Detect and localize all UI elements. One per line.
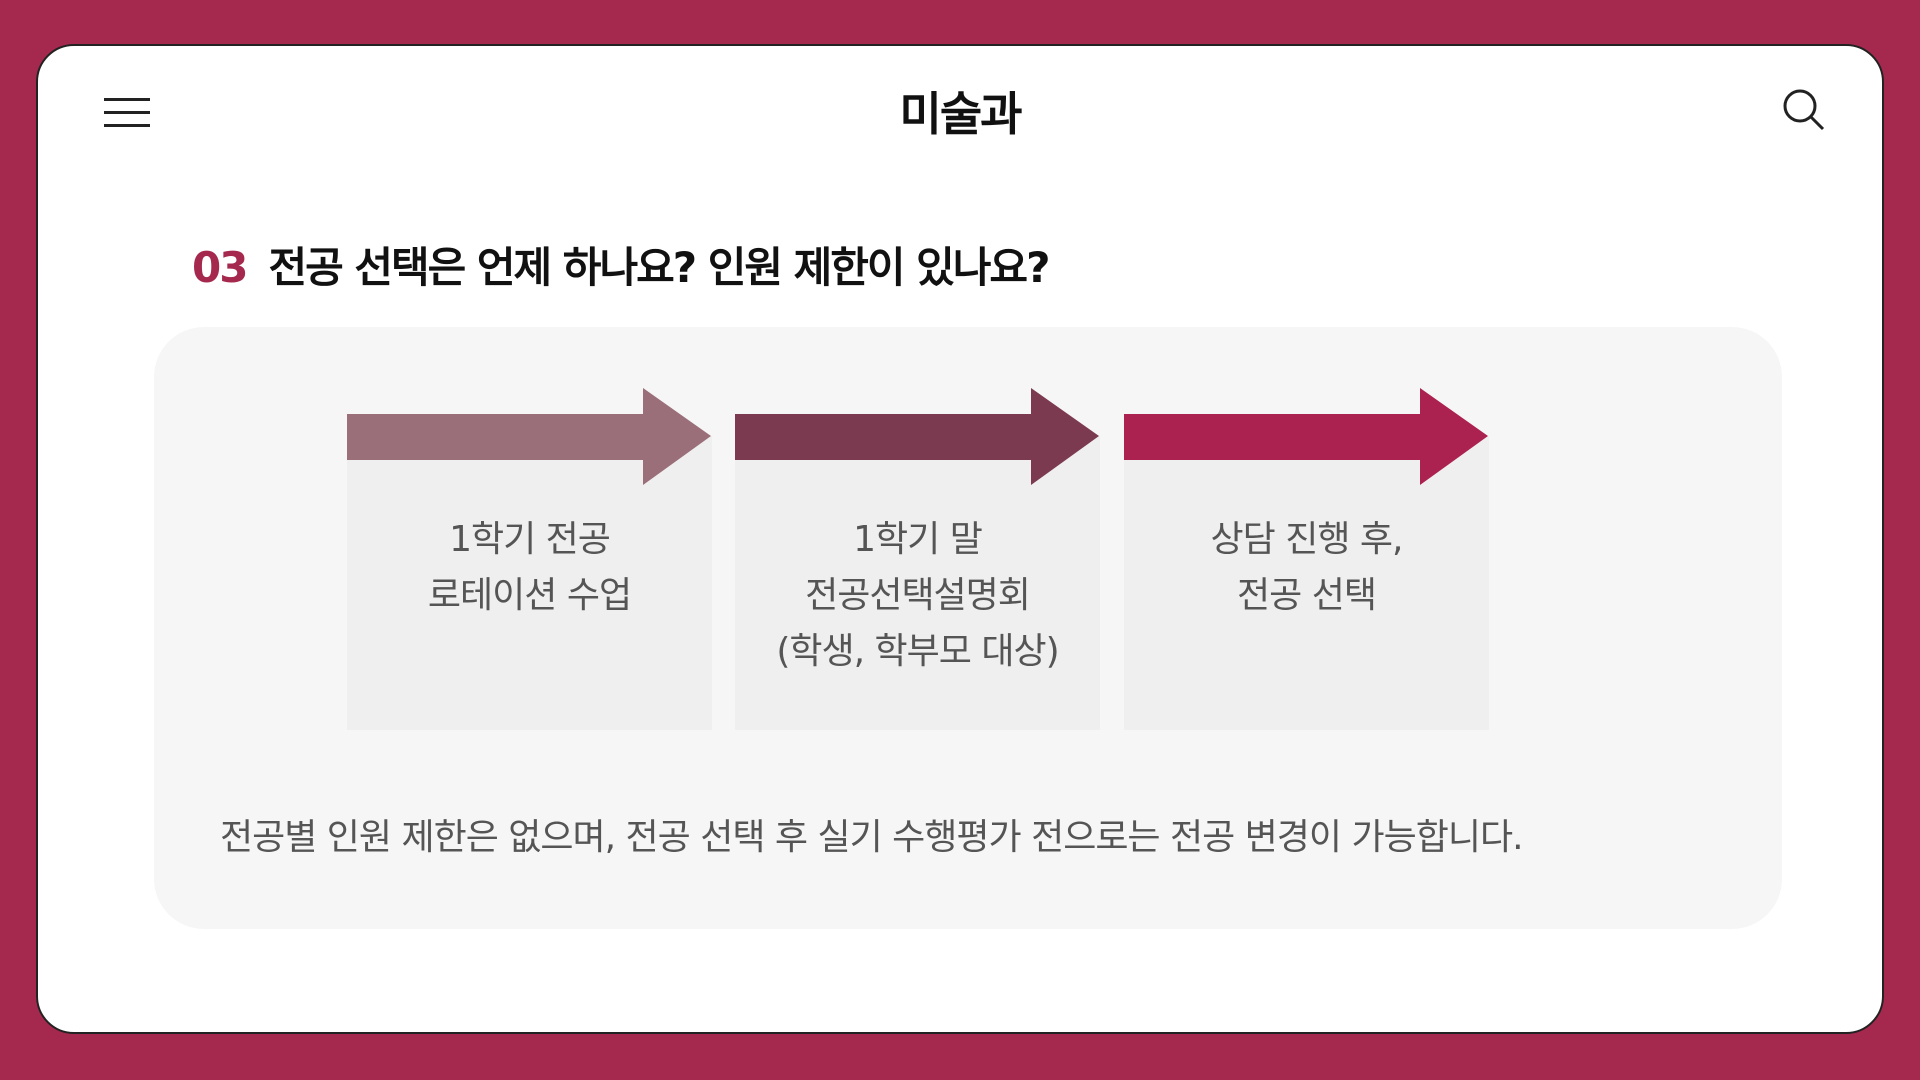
step-box <box>347 436 712 730</box>
search-icon <box>1783 89 1825 131</box>
step-line: (학생, 학부모 대상) <box>776 631 1059 672</box>
step-2: 1학기 말 전공선택설명회 (학생, 학부모 대상) <box>735 388 1100 730</box>
step-text: 1학기 말 전공선택설명회 (학생, 학부모 대상) <box>735 512 1100 680</box>
note-text: 전공별 인원 제한은 없으며, 전공 선택 후 실기 수행평가 전으로는 전공 … <box>220 817 1524 858</box>
step-line: 1학기 전공 <box>449 519 611 560</box>
step-3: 상담 진행 후, 전공 선택 <box>1124 388 1489 730</box>
step-text: 1학기 전공 로테이션 수업 <box>347 512 712 624</box>
hamburger-menu-button[interactable] <box>104 98 150 128</box>
hamburger-line <box>104 111 150 114</box>
question-heading: 03 전공 선택은 언제 하나요? 인원 제한이 있나요? <box>192 234 1050 295</box>
step-line: 전공 선택 <box>1237 575 1377 616</box>
step-line: 상담 진행 후, <box>1210 519 1404 560</box>
step-box <box>735 436 1100 730</box>
arrow-icon <box>735 388 1099 485</box>
step-line: 1학기 말 <box>853 519 983 560</box>
question-number: 03 <box>192 243 248 292</box>
hamburger-icon <box>104 98 150 101</box>
hamburger-line <box>104 124 150 127</box>
arrow-icon <box>347 388 711 485</box>
step-text: 상담 진행 후, 전공 선택 <box>1124 512 1489 624</box>
page-title: 미술과 <box>899 87 1023 141</box>
search-button[interactable] <box>1782 88 1826 132</box>
step-1: 1학기 전공 로테이션 수업 <box>347 388 712 730</box>
step-line: 전공선택설명회 <box>805 575 1031 616</box>
step-line: 로테이션 수업 <box>427 575 632 616</box>
question-text: 전공 선택은 언제 하나요? 인원 제한이 있나요? <box>268 243 1050 292</box>
step-box <box>1124 436 1489 730</box>
arrow-icon <box>1124 388 1488 485</box>
